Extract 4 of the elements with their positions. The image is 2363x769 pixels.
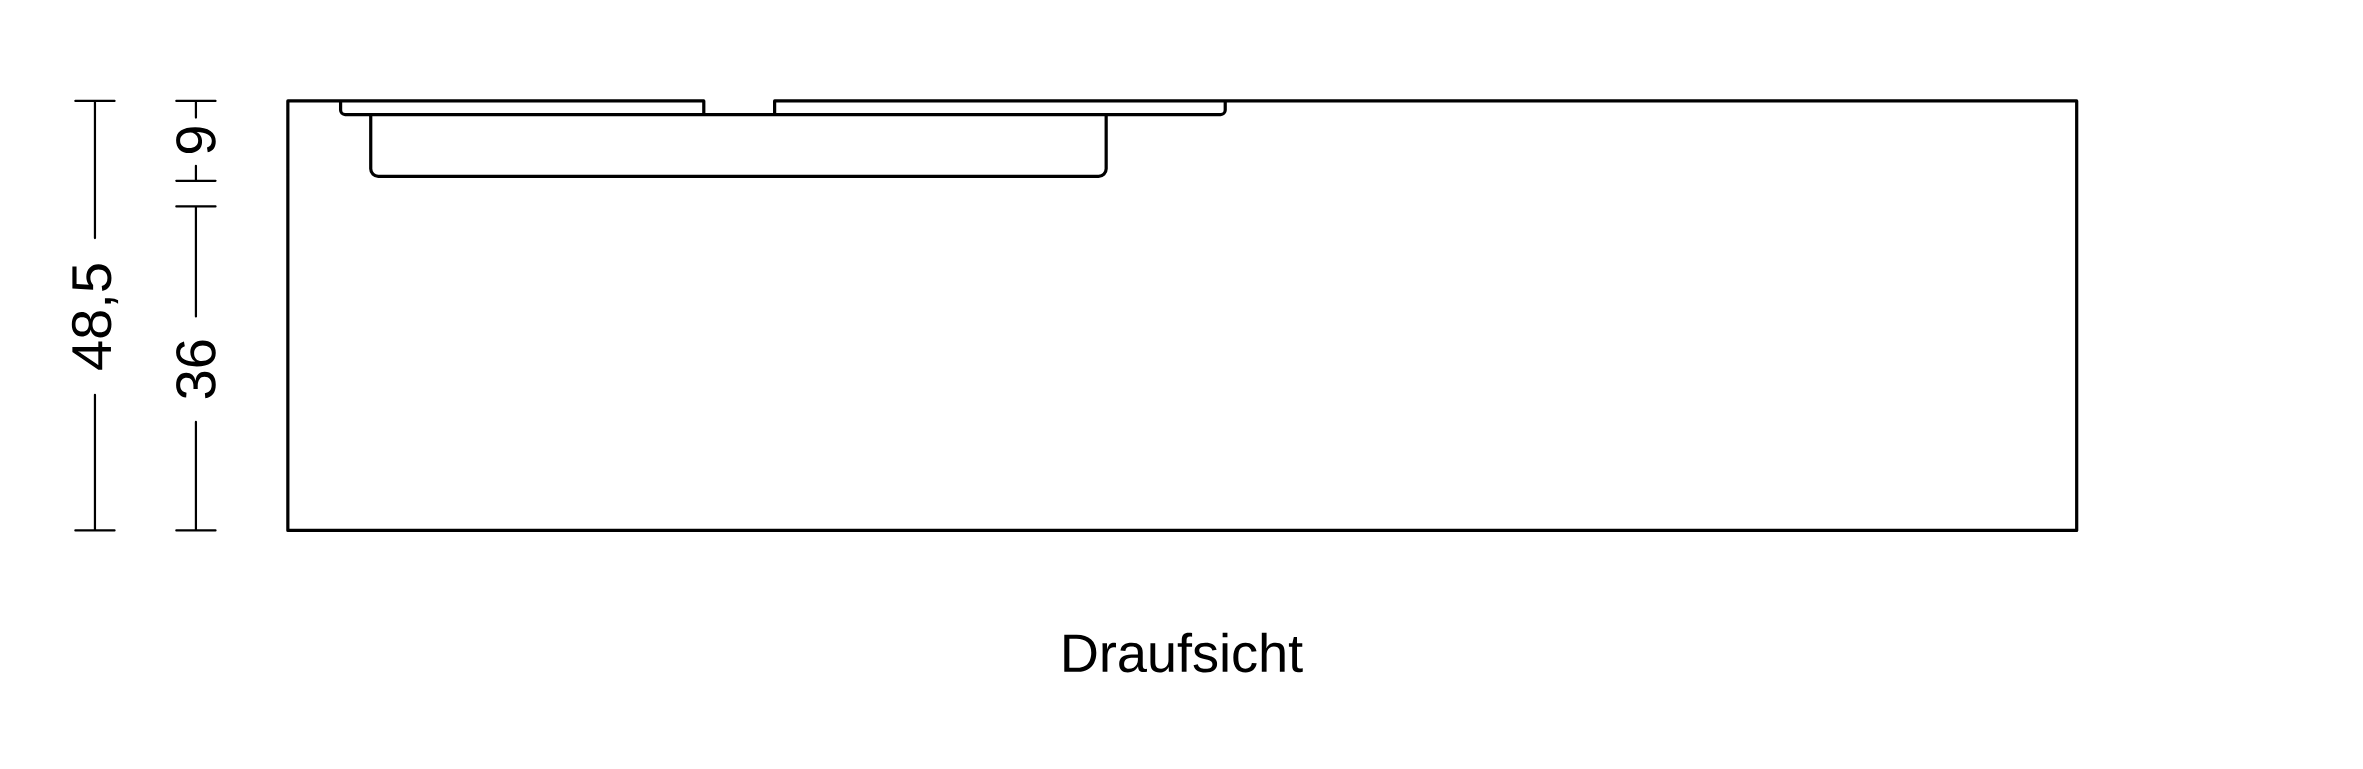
dimension-label: 48,5	[71, 264, 119, 370]
caption: Draufsicht	[1064, 632, 1303, 673]
dimension-label: 36	[176, 340, 216, 399]
dimension-label: 9	[176, 127, 216, 154]
